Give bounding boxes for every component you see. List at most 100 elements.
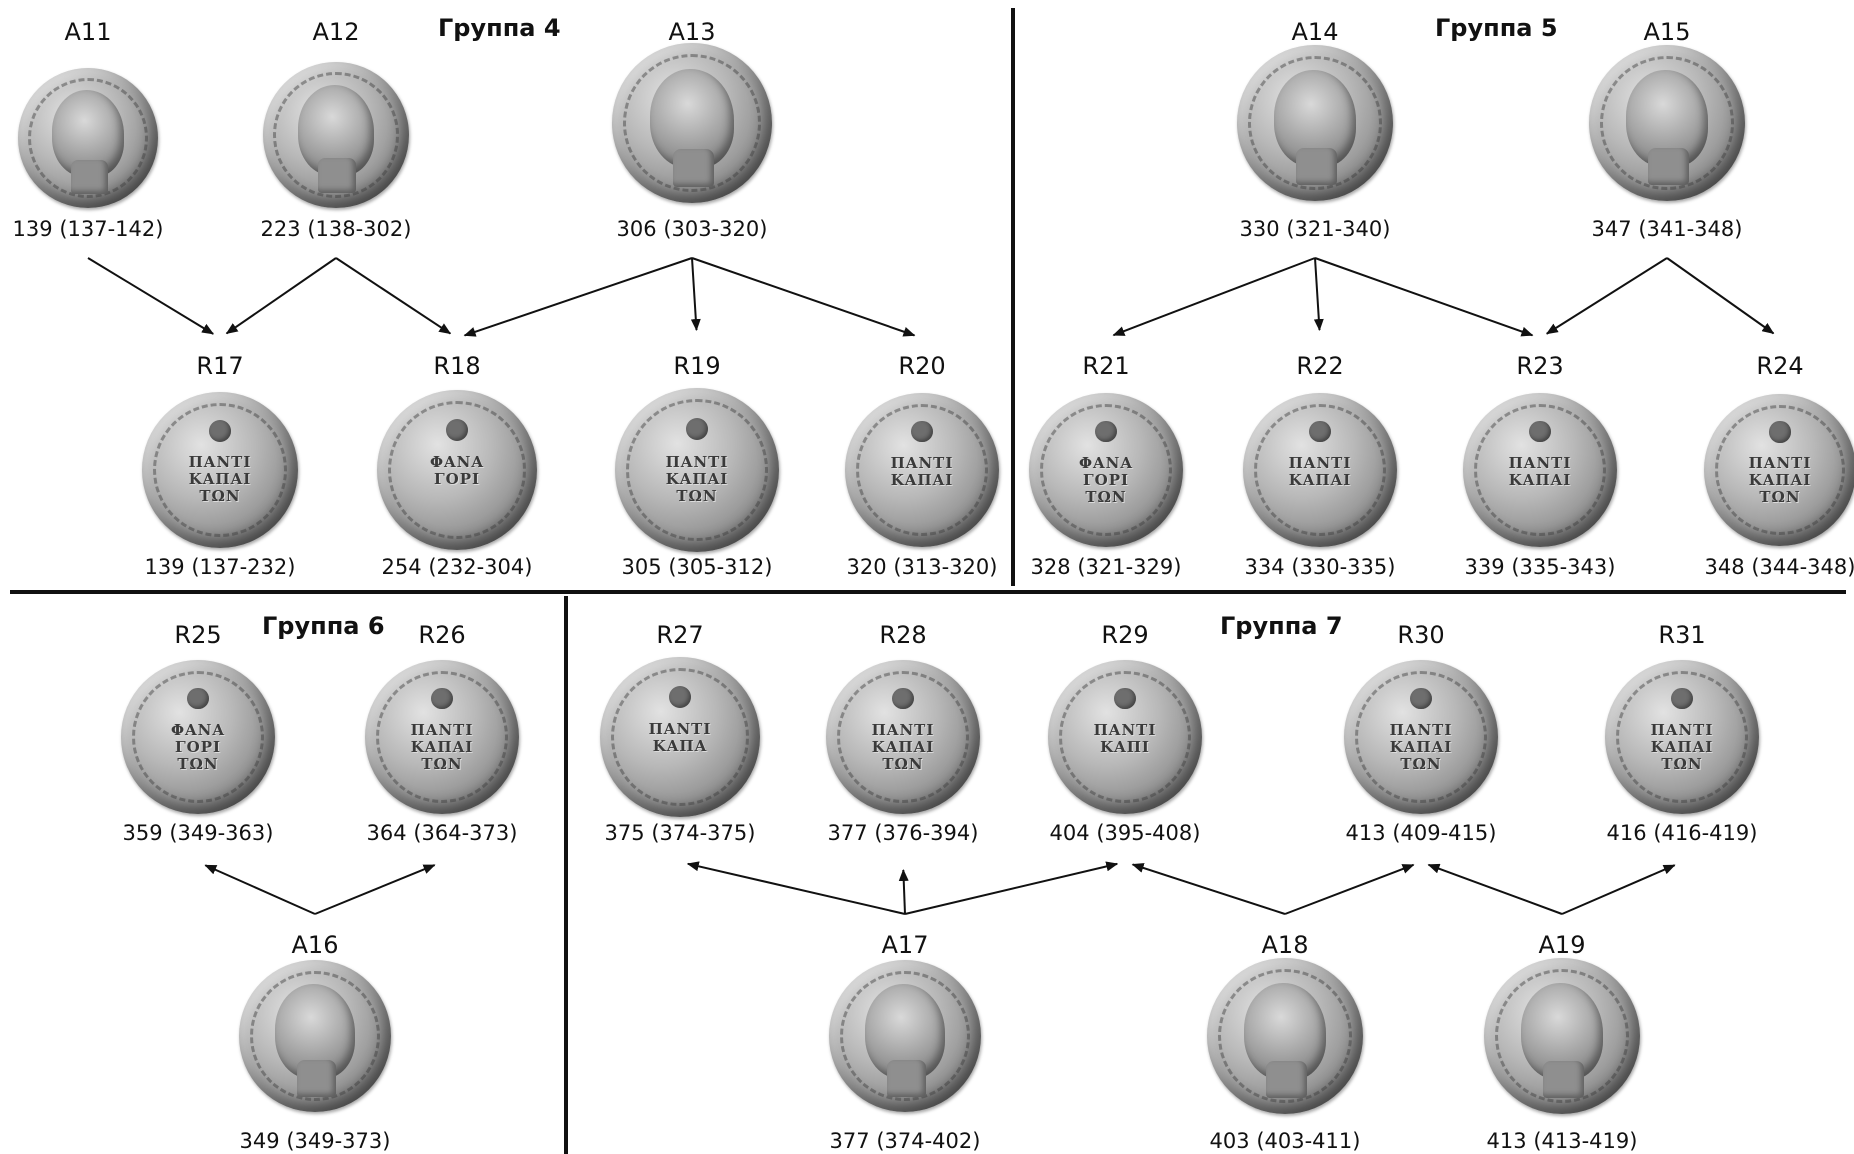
weight-range-value: 139 (137-142) [13,217,164,241]
reverse-coin-image: ΦΑΝΑ ΓΟΡΙ [377,390,537,550]
die-link-arrow [1315,258,1320,330]
grape-cluster-relief [1095,421,1117,443]
reverse-die-label: R24 [1756,352,1803,380]
reverse-die-label: R21 [1082,352,1129,380]
weight-range-value: 413 (409-415) [1346,821,1497,845]
reverse-coin-image: ΠΑΝΤΙ ΚΑΠΑΙ ΤΩΝ [615,388,779,552]
reverse-die-label: R30 [1397,621,1444,649]
neck-relief [1296,148,1337,185]
reverse-coin-image: ΦΑΝΑ ΓΟΡΙ ΤΩΝ [1029,393,1183,547]
coin-legend: ΠΑΝΤΙ ΚΑΠΑ [600,721,760,755]
grape-cluster-relief [1671,688,1693,710]
coin-legend: ΠΑΝΤΙ ΚΑΠΑΙ ΤΩΝ [142,454,298,505]
reverse-coin-image: ΠΑΝΤΙ ΚΑΠΑΙ [845,393,999,547]
grape-cluster-relief [1529,421,1551,443]
die-link-arrow [692,258,914,335]
obverse-die-label: A12 [313,18,360,46]
reverse-coin-image: ΠΑΝΤΙ ΚΑΠΑΙ ΤΩΝ [1605,660,1759,814]
reverse-coin-image: ΠΑΝΤΙ ΚΑΠΑΙ [1463,393,1617,547]
obverse-coin-image [829,960,981,1112]
weight-range-value: 305 (305-312) [622,555,773,579]
grape-cluster-relief [187,688,209,710]
grape-cluster-relief [1769,421,1790,442]
coin-legend: ΠΑΝΤΙ ΚΑΠΑΙ ΤΩΝ [365,722,519,773]
weight-range-value: 334 (330-335) [1245,555,1396,579]
obverse-die-label: A15 [1644,18,1691,46]
die-link-arrow [315,865,435,914]
die-link-arrow [692,258,697,330]
weight-range-value: 330 (321-340) [1240,217,1391,241]
coin-legend: ΠΑΝΤΙ ΚΑΠΙ [1048,722,1202,756]
neck-relief [1648,148,1689,185]
die-link-arrow [903,870,905,914]
neck-relief [71,160,107,194]
die-link-arrow [1667,258,1773,333]
reverse-coin-image: ΠΑΝΤΙ ΚΑΠΙ [1048,660,1202,814]
weight-range-value: 348 (344-348) [1705,555,1854,579]
group-title: Группа 4 [438,14,561,42]
obverse-die-label: A16 [292,931,339,959]
weight-range-value: 416 (416-419) [1607,821,1758,845]
obverse-coin-image [1484,958,1640,1114]
weight-range-value: 320 (313-320) [847,555,998,579]
die-link-arrow [688,864,905,914]
die-link-arrow [1429,865,1562,914]
group-title: Группа 7 [1220,612,1343,640]
die-link-arrow [336,258,450,334]
coin-legend: ΠΑΝΤΙ ΚΑΠΑΙ ΤΩΝ [1344,722,1498,773]
coin-legend: ΠΑΝΤΙ ΚΑΠΑΙ ΤΩΝ [826,722,980,773]
die-link-arrow [1113,258,1315,335]
obverse-coin-image [1237,45,1393,201]
weight-range-value: 377 (374-402) [830,1129,981,1153]
group-title: Группа 5 [1435,14,1558,42]
weight-range-value: 413 (413-419) [1487,1129,1638,1153]
group-title: Группа 6 [262,612,385,640]
die-link-arrow [465,258,692,335]
die-link-arrow [1133,864,1285,914]
weight-range-value: 359 (349-363) [123,821,274,845]
weight-range-value: 349 (349-373) [240,1129,391,1153]
reverse-coin-image: ΠΑΝΤΙ ΚΑΠΑΙ ΤΩΝ [365,660,519,814]
grape-cluster-relief [1410,688,1432,710]
obverse-coin-image [1207,958,1363,1114]
reverse-coin-image: ΦΑΝΑ ΓΟΡΙ ΤΩΝ [121,660,275,814]
reverse-coin-image: ΠΑΝΤΙ ΚΑΠΑ [600,657,760,817]
reverse-die-label: R22 [1296,352,1343,380]
grape-cluster-relief [209,420,231,442]
reverse-die-label: R25 [174,621,221,649]
die-link-arrow [1562,865,1675,914]
die-link-arrow [205,865,315,914]
grape-cluster-relief [1114,688,1136,710]
reverse-die-label: R20 [898,352,945,380]
neck-relief [297,1060,337,1096]
die-link-arrow [1547,258,1667,334]
die-link-arrow [1315,258,1532,335]
coin-legend: ΠΑΝΤΙ ΚΑΠΑΙ ΤΩΝ [615,454,779,505]
weight-range-value: 377 (376-394) [828,821,979,845]
reverse-die-label: R27 [656,621,703,649]
reverse-die-label: R31 [1658,621,1705,649]
neck-relief [1543,1061,1584,1098]
coin-legend: ΦΑΝΑ ΓΟΡΙ [377,454,537,488]
neck-relief [318,158,356,193]
coin-legend: ΠΑΝΤΙ ΚΑΠΑΙ ΤΩΝ [1605,722,1759,773]
reverse-die-label: R18 [433,352,480,380]
reverse-coin-image: ΠΑΝΤΙ ΚΑΠΑΙ [1243,393,1397,547]
neck-relief [673,149,715,187]
die-link-arrow [905,864,1117,914]
weight-range-value: 223 (138-302) [261,217,412,241]
grape-cluster-relief [431,688,453,710]
die-link-arrow [88,258,213,334]
coin-legend: ΠΑΝΤΙ ΚΑΠΑΙ ΤΩΝ [1704,455,1854,506]
reverse-coin-image: ΠΑΝΤΙ ΚΑΠΑΙ ΤΩΝ [826,660,980,814]
reverse-die-label: R28 [879,621,926,649]
grape-cluster-relief [911,421,933,443]
obverse-die-label: A13 [669,18,716,46]
weight-range-value: 306 (303-320) [617,217,768,241]
obverse-coin-image [1589,45,1745,201]
obverse-coin-image [18,68,158,208]
obverse-coin-image [263,62,409,208]
obverse-die-label: A19 [1539,931,1586,959]
weight-range-value: 403 (403-411) [1210,1129,1361,1153]
